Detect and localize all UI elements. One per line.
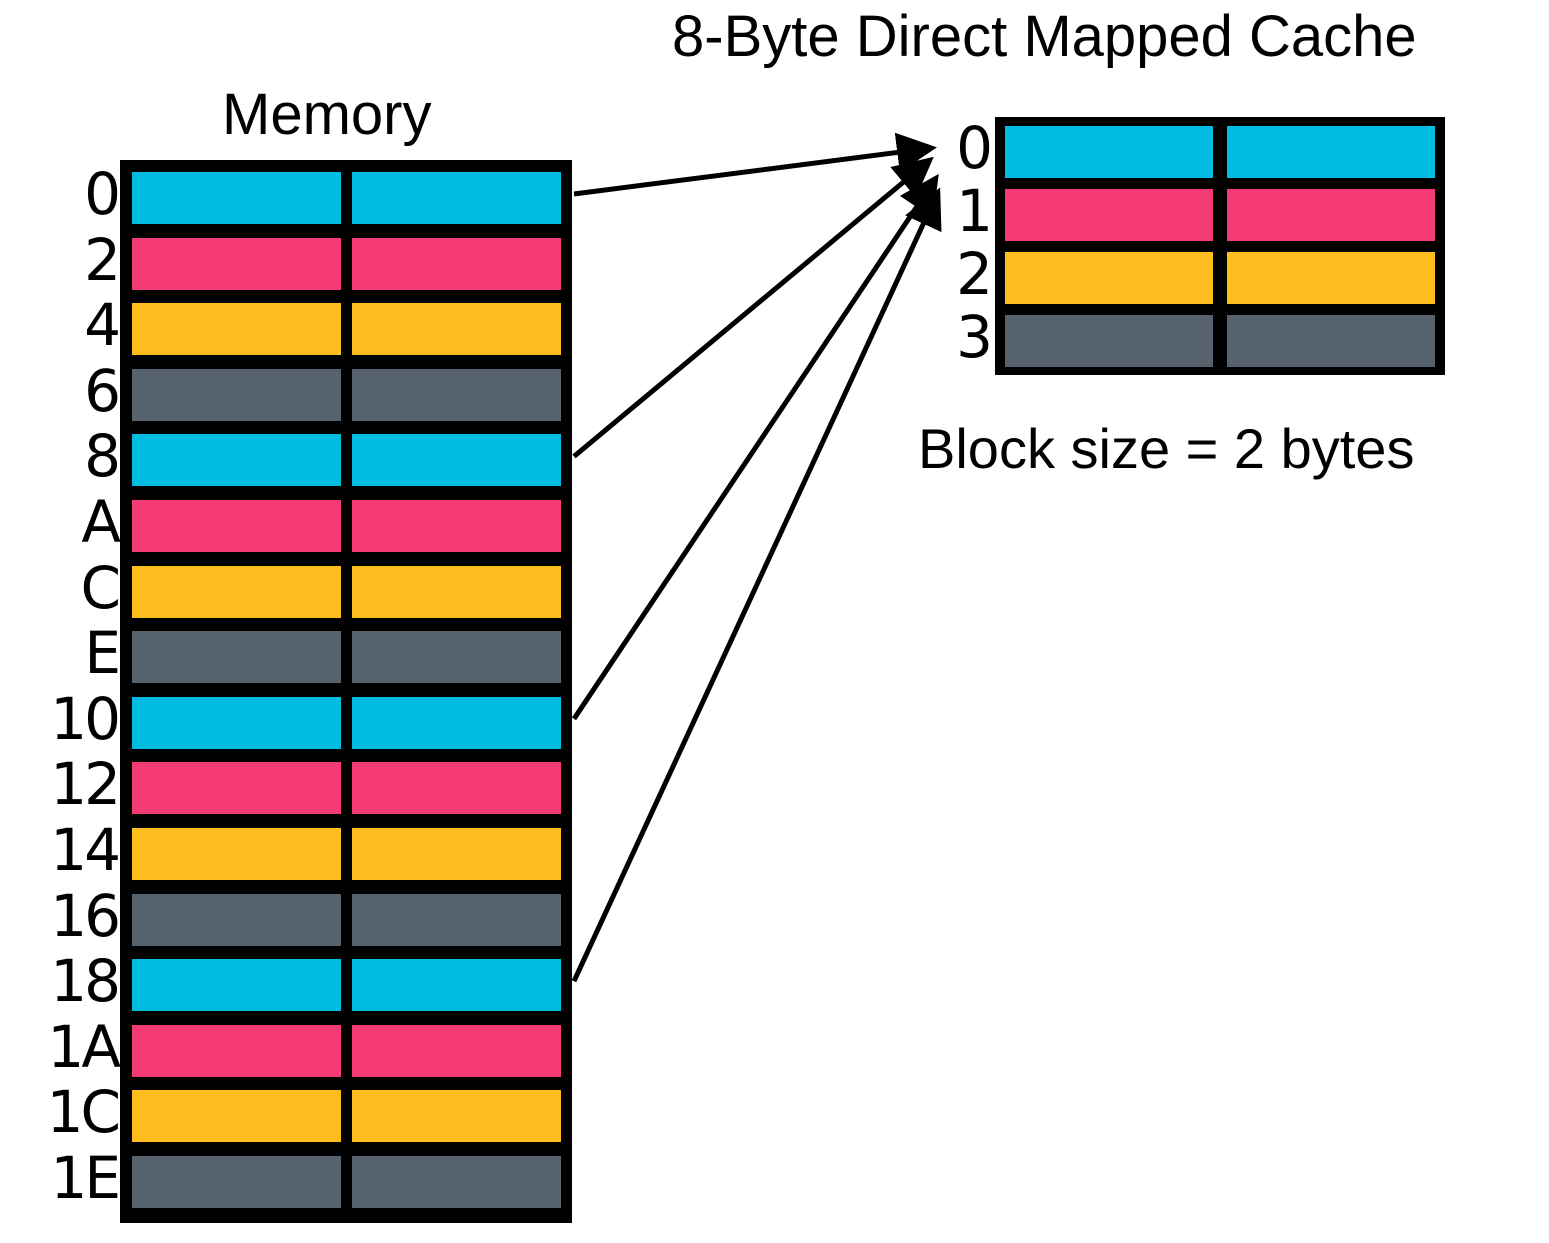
mapping-arrow	[571, 187, 942, 983]
memory-block-cell	[352, 762, 561, 815]
memory-block-cell	[352, 1090, 561, 1143]
memory-block-cell	[352, 1024, 561, 1077]
memory-block-cell	[132, 1090, 341, 1143]
memory-block-cell	[132, 893, 341, 946]
memory-block-cell	[352, 237, 561, 290]
cache-block-table	[995, 117, 1445, 375]
memory-address-label: 10	[50, 684, 121, 753]
memory-block-cell	[132, 434, 341, 487]
memory-block-cell	[132, 500, 341, 552]
cache-block-cell	[1005, 189, 1213, 241]
cache-block-cell	[1227, 189, 1435, 241]
cache-title: 8-Byte Direct Mapped Cache	[672, 4, 1417, 69]
memory-block-cell	[352, 172, 561, 224]
memory-block-cell	[132, 828, 341, 880]
memory-address-label: C	[80, 553, 121, 622]
memory-address-label: 18	[50, 947, 121, 1016]
memory-block-cell	[132, 368, 341, 421]
cache-block-cell	[1005, 252, 1213, 304]
memory-block-cell	[352, 303, 561, 356]
memory-block-cell	[352, 434, 561, 487]
memory-address-label: 0	[84, 160, 121, 228]
cache-index-label: 2	[956, 240, 993, 308]
memory-address-label: 4	[84, 291, 121, 360]
memory-block-cell	[132, 237, 341, 290]
memory-address-label: 14	[50, 816, 121, 884]
memory-block-cell	[352, 959, 561, 1012]
memory-block-cell	[132, 959, 341, 1012]
memory-address-label: 8	[84, 422, 121, 491]
cache-index-label: 3	[956, 303, 993, 371]
memory-block-cell	[132, 1024, 341, 1077]
memory-block-cell	[132, 631, 341, 684]
memory-address-label: 16	[50, 881, 121, 950]
cache-block-cell	[1227, 315, 1435, 367]
memory-block-cell	[132, 696, 341, 749]
memory-block-cell	[352, 631, 561, 684]
memory-title: Memory	[222, 82, 432, 147]
mapping-arrow	[572, 156, 934, 459]
cache-block-cell	[1005, 126, 1213, 178]
memory-block-cell	[132, 565, 341, 618]
memory-block-cell	[132, 172, 341, 224]
memory-block-cell	[352, 893, 561, 946]
memory-block-cell	[352, 500, 561, 552]
memory-address-label: A	[81, 488, 121, 556]
memory-block-cell	[352, 565, 561, 618]
memory-block-cell	[132, 762, 341, 815]
cache-index-label: 0	[956, 114, 993, 182]
memory-block-cell	[352, 696, 561, 749]
mapping-arrow	[571, 173, 939, 721]
cache-block-cell	[1005, 315, 1213, 367]
memory-block-cell	[132, 1156, 341, 1208]
cache-index-label: 1	[956, 177, 993, 245]
memory-address-label: 12	[50, 750, 121, 819]
memory-block-cell	[352, 368, 561, 421]
memory-block-cell	[352, 828, 561, 880]
block-size-note: Block size = 2 bytes	[918, 417, 1415, 480]
memory-block-cell	[352, 1156, 561, 1208]
memory-address-label: E	[84, 619, 121, 688]
memory-address-label: 1E	[50, 1144, 121, 1212]
memory-address-label: 6	[84, 356, 121, 425]
memory-address-label: 1C	[46, 1078, 121, 1147]
cache-block-cell	[1227, 126, 1435, 178]
memory-address-label: 1A	[47, 1012, 121, 1081]
mapping-arrow	[573, 132, 937, 197]
cache-block-cell	[1227, 252, 1435, 304]
memory-address-label: 2	[84, 225, 121, 294]
memory-block-cell	[132, 303, 341, 356]
memory-block-table	[120, 160, 572, 1223]
